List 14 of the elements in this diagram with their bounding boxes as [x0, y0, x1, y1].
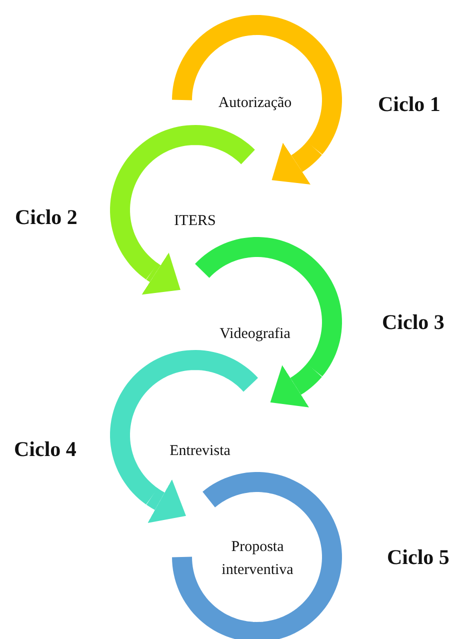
curved-arrow [270, 362, 322, 408]
cycle-label: Ciclo 3 [382, 310, 444, 335]
cycle-label: Ciclo 2 [15, 205, 78, 230]
step-label: ITERS [173, 212, 217, 231]
cycle-label: Ciclo 4 [14, 437, 76, 462]
step-label: Videografia [218, 325, 292, 344]
cycle-label: Ciclo 5 [387, 545, 450, 570]
curved-arrow [272, 141, 322, 184]
step-label: Autorização [217, 94, 293, 113]
step-label: Proposta interventiva [220, 538, 294, 580]
curved-arrow [144, 479, 186, 524]
curved-arrow [142, 252, 180, 295]
step-label: Entrevista [168, 442, 232, 461]
cycle-label: Ciclo 1 [378, 92, 440, 117]
